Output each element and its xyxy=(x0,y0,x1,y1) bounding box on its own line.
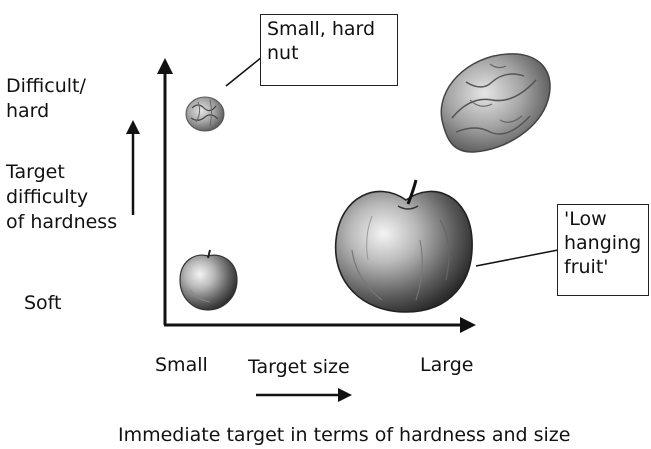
low-fruit-callout: 'Low hanging fruit' xyxy=(557,204,649,296)
small-nut-callout-line-2: nut xyxy=(267,41,391,65)
x-direction-arrow xyxy=(256,388,352,402)
small-apple-icon xyxy=(180,250,237,310)
low-fruit-callout-line-3: fruit' xyxy=(564,255,642,279)
x-right-label: Large xyxy=(420,353,473,378)
small-nut-callout-line-1: Small, hard xyxy=(267,17,391,41)
small-nut-callout: Small, hard nut xyxy=(260,14,398,86)
x-axis-title: Target size xyxy=(248,355,350,380)
large-apple-icon xyxy=(336,180,472,312)
y-top-label: Difficult/ hard xyxy=(6,74,86,124)
y-axis-title-line-3: of hardness xyxy=(6,210,117,235)
y-axis-title-line-1: Target xyxy=(6,160,117,185)
x-axis xyxy=(164,317,476,333)
low-fruit-callout-line-2: hanging xyxy=(564,231,642,255)
y-direction-arrow xyxy=(126,120,140,215)
x-left-label: Small xyxy=(155,353,208,378)
large-nut-icon xyxy=(441,54,550,152)
y-axis xyxy=(157,58,173,325)
small-nut-icon xyxy=(186,97,224,131)
low-fruit-callout-line-1: 'Low xyxy=(564,207,642,231)
y-top-label-line-2: hard xyxy=(6,99,86,124)
caption: Immediate target in terms of hardness an… xyxy=(118,423,570,448)
y-bottom-label: Soft xyxy=(24,291,62,316)
y-axis-title: Target difficulty of hardness xyxy=(6,160,117,235)
small-nut-leader-line xyxy=(226,57,262,86)
low-fruit-leader-line xyxy=(476,250,558,266)
y-axis-title-line-2: difficulty xyxy=(6,185,117,210)
y-top-label-line-1: Difficult/ xyxy=(6,74,86,99)
